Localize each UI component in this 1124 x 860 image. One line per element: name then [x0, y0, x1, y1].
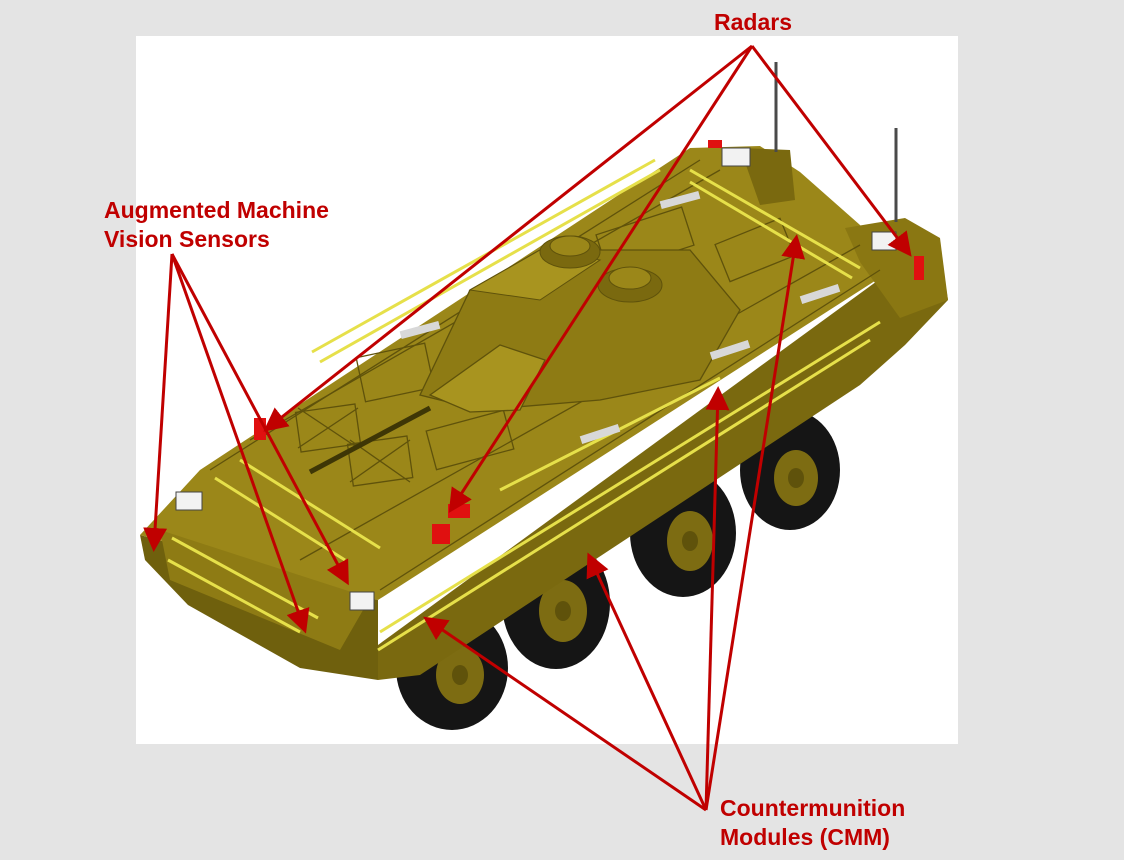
turret — [308, 235, 741, 475]
amvs-label-line-1: Augmented Machine — [104, 197, 329, 223]
amvs-arrow-3 — [170, 253, 310, 634]
countermunition-modules-label: Countermunition Modules (CMM) — [720, 794, 905, 852]
cmm-arrow-3 — [704, 386, 730, 811]
radar-arrow-3 — [750, 45, 912, 257]
cmm-arrow-1 — [423, 616, 707, 812]
amvs-arrow-2 — [170, 253, 349, 586]
cmm-arrow-2 — [586, 552, 708, 811]
amvs-arrow-1 — [143, 253, 174, 552]
cmm-label-line-1: Countermunition — [720, 795, 906, 821]
radar-arrow-1 — [263, 44, 753, 432]
hull-rear-box — [740, 148, 795, 205]
sensor-boxes — [175, 147, 897, 611]
callout-arrows — [143, 44, 912, 812]
cmm-arrow-4 — [704, 234, 806, 811]
hull-right-side — [378, 240, 948, 680]
augmented-machine-vision-sensors-label: Augmented Machine Vision Sensors — [104, 196, 329, 254]
radars-label: Radars — [714, 9, 792, 35]
hull-rear-block — [845, 218, 948, 318]
amvs-label-line-2: Vision Sensors — [104, 226, 270, 252]
cmm-stripes — [167, 158, 881, 652]
cmm-label-line-2: Modules (CMM) — [720, 824, 890, 850]
radar-arrow-2 — [448, 45, 754, 514]
